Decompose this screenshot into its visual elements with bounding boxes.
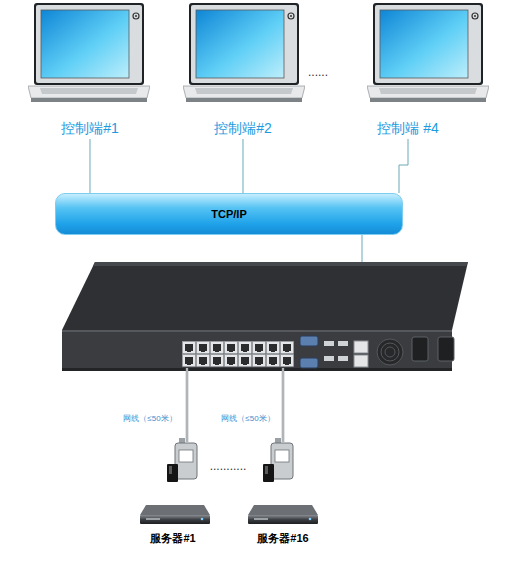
- node-text: 服务器#16: [255, 531, 310, 546]
- server-label: 服务器#16: [255, 531, 310, 546]
- terminal-label: 控制端 #4: [375, 119, 440, 137]
- network-link: [242, 139, 243, 193]
- ellipsis: ...........: [210, 459, 247, 473]
- node-text: 控制端#2: [212, 119, 274, 137]
- cable-label: 网线（≤50米）: [220, 413, 275, 424]
- cable-label: 网线（≤50米）: [122, 413, 177, 424]
- network-link: [399, 139, 408, 193]
- network-link: [89, 139, 90, 193]
- terminal-label: 控制端#2: [212, 119, 274, 137]
- network-band: TCP/IP: [55, 193, 403, 235]
- server-label: 服务器#1: [148, 531, 197, 546]
- ellipsis: ......: [308, 65, 328, 79]
- node-text: 控制端#1: [59, 119, 121, 137]
- node-text: TCP/IP: [211, 208, 246, 220]
- terminal-label: 控制端#1: [59, 119, 121, 137]
- node-text: 服务器#1: [148, 531, 197, 546]
- node-text: 控制端 #4: [375, 119, 440, 137]
